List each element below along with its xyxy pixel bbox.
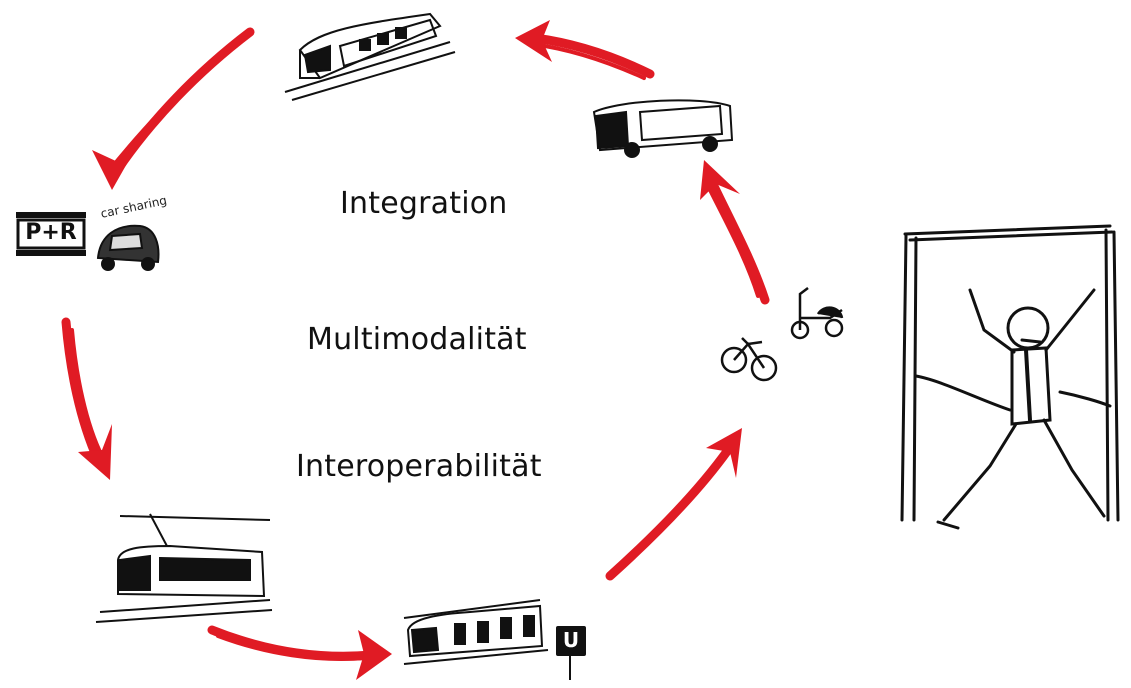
concept-interoperability: Interoperabilität: [296, 449, 542, 484]
bicycle-icon: [720, 337, 778, 382]
arrow-bike-to-bus: [700, 160, 770, 305]
park-and-ride-label-box: P+R: [18, 212, 84, 260]
park-and-ride-sign: [16, 212, 86, 256]
concept-integration: Integration: [340, 186, 508, 221]
park-and-ride-label: P+R: [25, 220, 77, 245]
car-icon: [96, 224, 160, 271]
tram-icon: [95, 513, 273, 623]
ubahn-sign: U: [556, 626, 586, 656]
arrow-train-to-pr: [92, 27, 255, 190]
ubahn-sign-letter: U: [562, 628, 580, 652]
train-icon: [284, 12, 456, 101]
person-breaking-through-icon: [900, 224, 1120, 530]
arrow-pr-to-tram: [61, 317, 112, 480]
arrow-bus-to-train: [515, 20, 655, 80]
arrow-subway-to-bike: [605, 428, 742, 581]
bus-icon: [592, 99, 734, 158]
concept-multimodality: Multimodalität: [307, 322, 527, 357]
arrow-tram-to-subway: [207, 625, 392, 680]
scooter-icon: [790, 287, 844, 340]
subway-icon: [403, 599, 571, 680]
